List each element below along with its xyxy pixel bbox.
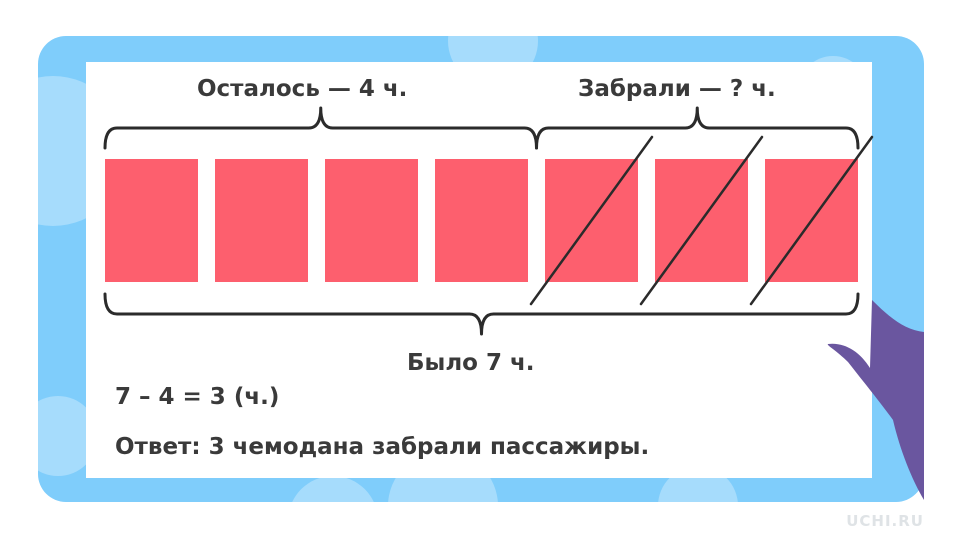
strike-line [749,135,874,306]
brace-remaining [103,106,538,150]
suitcase-block [325,159,418,282]
suitcase-block [215,159,308,282]
taken-label: Забрали — ? ч. [578,76,776,102]
strike-line [639,135,764,306]
mascot-shape [827,300,924,500]
strike-line [529,135,654,306]
total-label: Было 7 ч. [407,350,535,376]
items-group [105,135,874,306]
brace-taken [535,106,860,150]
equation-text: 7 – 4 = 3 (ч.) [115,384,280,410]
watermark-logo: UCHI.RU [846,512,924,530]
answer-text: Ответ: 3 чемодана забрали пассажиры. [115,434,650,460]
suitcase-block [105,159,198,282]
remaining-label: Осталось — 4 ч. [197,76,408,102]
brace-total [103,292,860,336]
braces-group [103,106,860,336]
suitcase-block [435,159,528,282]
